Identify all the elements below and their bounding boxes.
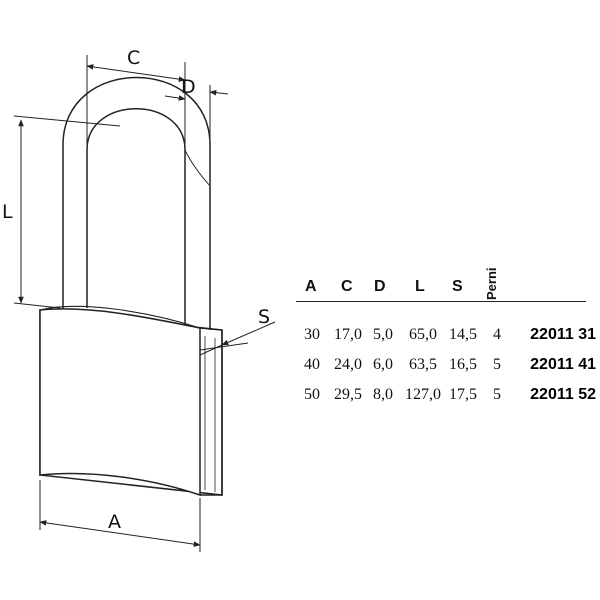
cell-d: 6,0 — [373, 356, 393, 373]
cell-perni: 4 — [493, 326, 501, 343]
dimension-d — [164, 70, 229, 150]
padlock-body — [39, 305, 223, 497]
table-row: 40 24,0 6,0 63,5 16,5 5 22011 41 — [296, 356, 596, 380]
dimension-d-label: D — [181, 76, 196, 98]
cell-s: 17,5 — [449, 386, 477, 403]
dimension-l — [13, 115, 121, 309]
header-a: A — [305, 278, 317, 295]
header-d: D — [374, 278, 386, 295]
cell-d: 5,0 — [373, 326, 393, 343]
cell-a: 50 — [304, 386, 320, 403]
dimension-c-label: C — [127, 47, 140, 69]
dimension-l-label: L — [2, 201, 13, 223]
dimension-a — [39, 480, 201, 552]
cell-perni: 5 — [493, 386, 501, 403]
dimension-a-label: A — [108, 511, 121, 533]
cell-code: 22011 31 — [530, 326, 596, 343]
cell-l: 127,0 — [405, 386, 441, 403]
cell-code: 22011 41 — [530, 356, 596, 373]
cell-s: 16,5 — [449, 356, 477, 373]
cell-c: 29,5 — [334, 386, 362, 403]
dimension-s-label: S — [258, 306, 270, 328]
cell-code: 22011 52 — [530, 386, 596, 403]
header-s: S — [452, 278, 463, 295]
header-l: L — [415, 278, 425, 295]
header-rule — [296, 301, 586, 302]
cell-l: 63,5 — [409, 356, 437, 373]
cell-s: 14,5 — [449, 326, 477, 343]
cell-c: 24,0 — [334, 356, 362, 373]
header-perni: Perni — [484, 267, 499, 300]
cell-perni: 5 — [493, 356, 501, 373]
shackle — [62, 76, 211, 330]
cell-d: 8,0 — [373, 386, 393, 403]
cell-l: 65,0 — [409, 326, 437, 343]
header-c: C — [341, 278, 353, 295]
cell-a: 30 — [304, 326, 320, 343]
dimension-s — [199, 321, 276, 356]
table-row: 50 29,5 8,0 127,0 17,5 5 22011 52 — [296, 386, 596, 410]
table-row: 30 17,0 5,0 65,0 14,5 4 22011 31 — [296, 326, 596, 350]
cell-a: 40 — [304, 356, 320, 373]
cell-c: 17,0 — [334, 326, 362, 343]
